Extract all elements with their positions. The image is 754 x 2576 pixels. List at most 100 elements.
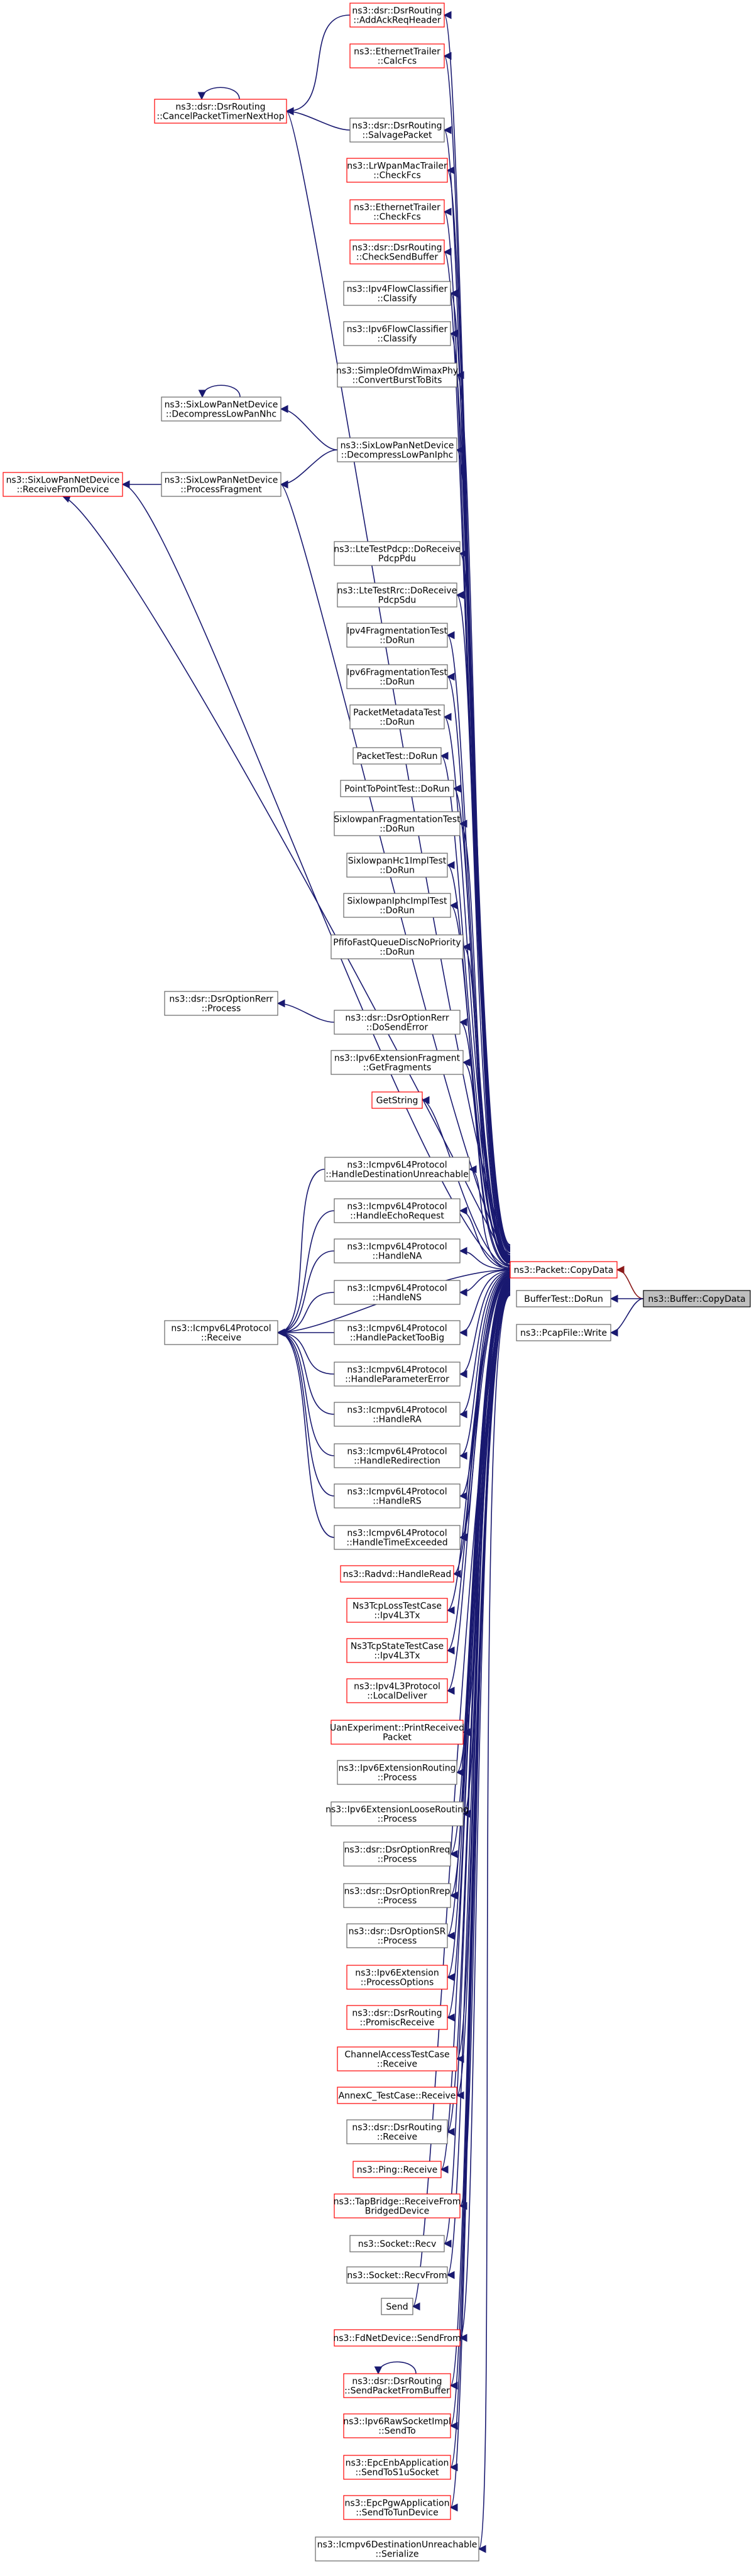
node-send[interactable]: Send [381,2298,413,2315]
node-simpleofdmwimaxphy-convertbursttobits[interactable]: ns3::SimpleOfdmWimaxPhy::ConvertBurstToB… [336,363,458,388]
node-box [516,1324,611,1341]
node-ipv6extension-processoptions[interactable]: ns3::Ipv6Extension::ProcessOptions [346,1965,448,1990]
node-label: ns3::SixLowPanNetDevice [165,400,278,410]
node-buffer-copydata[interactable]: ns3::Buffer::CopyData [643,1290,751,1307]
node-annexc-testcase-receive[interactable]: AnnexC_TestCase::Receive [337,2087,457,2104]
node-label: ::CheckFcs [373,212,421,222]
node-icmpv6destinationunreachable-serialize[interactable]: ns3::Icmpv6DestinationUnreachable::Seria… [315,2536,479,2562]
node-packettest-dorun[interactable]: PacketTest::DoRun [352,747,442,765]
node-socket-recv[interactable]: ns3::Socket::Recv [349,2235,445,2252]
node-box [164,991,278,1016]
node-pfifofastqueuediscnopriority-dorun[interactable]: PfifoFastQueueDiscNoPriority::DoRun [331,934,464,959]
node-sixlowpannetdevice-receivefromdevice[interactable]: ns3::SixLowPanNetDevice::ReceiveFromDevi… [3,472,123,497]
node-label: SixlowpanHc1ImplTest [348,856,447,866]
node-sixlowpannetdevice-decompresslowpaniphc[interactable]: ns3::SixLowPanNetDevice::DecompressLowPa… [337,437,457,462]
node-socket-recvfrom[interactable]: ns3::Socket::RecvFrom [346,2266,448,2284]
node-dsr-dsroptionrerr-dosenderror[interactable]: ns3::dsr::DsrOptionRerr::DoSendError [334,1010,461,1035]
node-label: ::DoRun [380,906,415,916]
node-pcapfile-write[interactable]: ns3::PcapFile::Write [516,1324,611,1341]
node-channelaccesstestcase-receive[interactable]: ChannelAccessTestCase::Receive [337,2046,457,2071]
node-pointtopointtest-dorun[interactable]: PointToPointTest::DoRun [340,780,454,797]
node-dsr-dsrrouting-sendpacketfrombuffer[interactable]: ns3::dsr::DsrRouting::SendPacketFromBuff… [343,2373,451,2398]
node-box [331,1050,464,1075]
node-label: ns3::dsr::DsrRouting [352,121,442,131]
node-dsr-dsrrouting-cancelpackettimernexthop[interactable]: ns3::dsr::DsrRouting::CancelPacketTimerN… [154,99,287,124]
node-ipv6extensionlooserouting-process[interactable]: ns3::Ipv6ExtensionLooseRouting::Process [325,1801,469,1826]
node-icmpv6l4protocol-handlers[interactable]: ns3::Icmpv6L4Protocol::HandleRS [334,1483,461,1509]
node-label: ::DoRun [380,718,415,728]
node-label: ::HandleRA [373,1415,422,1425]
node-ipv6extensionfragment-getfragments[interactable]: ns3::Ipv6ExtensionFragment::GetFragments [331,1050,464,1075]
node-dsr-dsroptionsr-process[interactable]: ns3::dsr::DsrOptionSR::Process [346,1923,448,1948]
node-ipv4flowclassifier-classify[interactable]: ns3::Ipv4FlowClassifier::Classify [343,281,451,306]
node-sixlowpaniphcimpltest-dorun[interactable]: SixlowpanIphcImplTest::DoRun [343,893,451,918]
node-epcpgwapplication-sendtotundevice[interactable]: ns3::EpcPgwApplication::SendToTunDevice [343,2495,451,2520]
node-packetmetadatatest-dorun[interactable]: PacketMetadataTest::DoRun [349,704,445,729]
node-dsr-dsrrouting-receive[interactable]: ns3::dsr::DsrRouting::Receive [346,2119,448,2144]
node-dsr-dsroptionrerr-process[interactable]: ns3::dsr::DsrOptionRerr::Process [164,991,278,1016]
node-box [334,1280,461,1305]
node-ipv6rawsocketimpl-sendto[interactable]: ns3::Ipv6RawSocketImpl::SendTo [343,2413,451,2438]
node-icmpv6l4protocol-handleparametererror[interactable]: ns3::Icmpv6L4Protocol::HandleParameterEr… [334,1362,461,1387]
node-dsr-dsrrouting-salvagepacket[interactable]: ns3::dsr::DsrRouting::SalvagePacket [349,117,445,143]
node-icmpv6l4protocol-handlena[interactable]: ns3::Icmpv6L4Protocol::HandleNA [334,1238,461,1263]
call-edge [459,1269,511,1297]
node-label: AnnexC_TestCase::Receive [339,2091,456,2101]
node-icmpv6l4protocol-handleredirection[interactable]: ns3::Icmpv6L4Protocol::HandleRedirection [334,1443,461,1468]
node-ns3tcpstatetestcase-ipv4l3tx[interactable]: Ns3TcpStateTestCase::Ipv4L3Tx [346,1638,448,1663]
node-buffertest-dorun[interactable]: BufferTest::DoRun [516,1290,611,1307]
node-label: ns3::Buffer::CopyData [648,1294,745,1304]
node-label: ns3::SixLowPanNetDevice [341,441,454,451]
node-ethernettrailer-checkfcs[interactable]: ns3::EthernetTrailer::CheckFcs [349,199,445,224]
node-ipv4fragmentationtest-dorun[interactable]: Ipv4FragmentationTest::DoRun [346,623,448,648]
node-box [337,2087,457,2104]
call-edge [459,1273,511,1460]
node-fdnetdevice-sendfrom[interactable]: ns3::FdNetDevice::SendFrom [333,2329,461,2347]
node-ipv6fragmentationtest-dorun[interactable]: Ipv6FragmentationTest::DoRun [346,664,448,689]
node-sixlowpanfragmentationtest-dorun[interactable]: SixlowpanFragmentationTest::DoRun [334,811,461,836]
node-ns3tcplosstestcase-ipv4l3tx[interactable]: Ns3TcpLossTestCase::Ipv4L3Tx [346,1598,448,1623]
node-box [334,1010,461,1035]
node-getstring[interactable]: GetString [371,1091,423,1109]
node-ping-receive[interactable]: ns3::Ping::Receive [352,2161,442,2178]
node-box [346,664,448,689]
node-label: PdcpPdu [378,554,416,564]
node-icmpv6l4protocol-handleechorequest[interactable]: ns3::Icmpv6L4Protocol::HandleEchoRequest [334,1198,461,1223]
node-dsr-dsroptionrrep-process[interactable]: ns3::dsr::DsrOptionRrep::Process [343,1883,451,1908]
node-ipv6extensionrouting-process[interactable]: ns3::Ipv6ExtensionRouting::Process [337,1760,457,1785]
node-sixlowpanhc1impltest-dorun[interactable]: SixlowpanHc1ImplTest::DoRun [346,853,448,878]
node-icmpv6l4protocol-handlepackettoobig[interactable]: ns3::Icmpv6L4Protocol::HandlePacketTooBi… [334,1320,461,1345]
node-dsr-dsroptionrreq-process[interactable]: ns3::dsr::DsrOptionRreq::Process [343,1842,451,1867]
node-radvd-handleread[interactable]: ns3::Radvd::HandleRead [340,1565,454,1583]
node-epcenbapplication-sendtos1usocket[interactable]: ns3::EpcEnbApplication::SendToS1uSocket [343,2455,451,2480]
node-box [334,811,461,836]
node-icmpv6l4protocol-handlens[interactable]: ns3::Icmpv6L4Protocol::HandleNS [334,1280,461,1305]
call-edge [446,1282,511,1940]
edges-layer [62,11,644,2553]
node-ethernettrailer-calcfcs[interactable]: ns3::EthernetTrailer::CalcFcs [349,43,445,68]
node-dsr-dsrrouting-checksendbuffer[interactable]: ns3::dsr::DsrRouting::CheckSendBuffer [349,239,445,265]
node-icmpv6l4protocol-handletimeexceeded[interactable]: ns3::Icmpv6L4Protocol::HandleTimeExceede… [334,1525,461,1550]
node-icmpv6l4protocol-receive[interactable]: ns3::Icmpv6L4Protocol::Receive [164,1320,278,1345]
node-box [161,396,281,422]
node-label: ns3::Icmpv6L4Protocol [347,1487,447,1497]
node-ipv4l3protocol-localdeliver[interactable]: ns3::Ipv4L3Protocol::LocalDeliver [346,1678,448,1703]
node-label: ns3::dsr::DsrRouting [352,243,442,253]
node-icmpv6l4protocol-handledestinationunreachable[interactable]: ns3::Icmpv6L4Protocol::HandleDestination… [324,1157,470,1182]
node-sixlowpannetdevice-decompresslowpannhc[interactable]: ns3::SixLowPanNetDevice::DecompressLowPa… [161,396,281,422]
call-edge [285,14,351,116]
node-box [331,1720,464,1745]
node-icmpv6l4protocol-handlera[interactable]: ns3::Icmpv6L4Protocol::HandleRA [334,1402,461,1427]
node-label: UanExperiment::PrintReceived [330,1723,464,1733]
node-sixlowpannetdevice-processfragment[interactable]: ns3::SixLowPanNetDevice::ProcessFragment [161,472,281,497]
node-dsr-dsrrouting-promiscreceive[interactable]: ns3::dsr::DsrRouting::PromiscReceive [346,2005,448,2030]
node-ipv6flowclassifier-classify[interactable]: ns3::Ipv6FlowClassifier::Classify [343,321,451,346]
node-box [334,1443,461,1468]
node-dsr-dsrrouting-addackreqheader[interactable]: ns3::dsr::DsrRouting::AddAckReqHeader [349,3,445,28]
node-packet-copydata[interactable]: ns3::Packet::CopyData [510,1261,618,1279]
node-lrwpanmactrailer-checkfcs[interactable]: ns3::LrWpanMacTrailer::CheckFcs [346,158,448,183]
